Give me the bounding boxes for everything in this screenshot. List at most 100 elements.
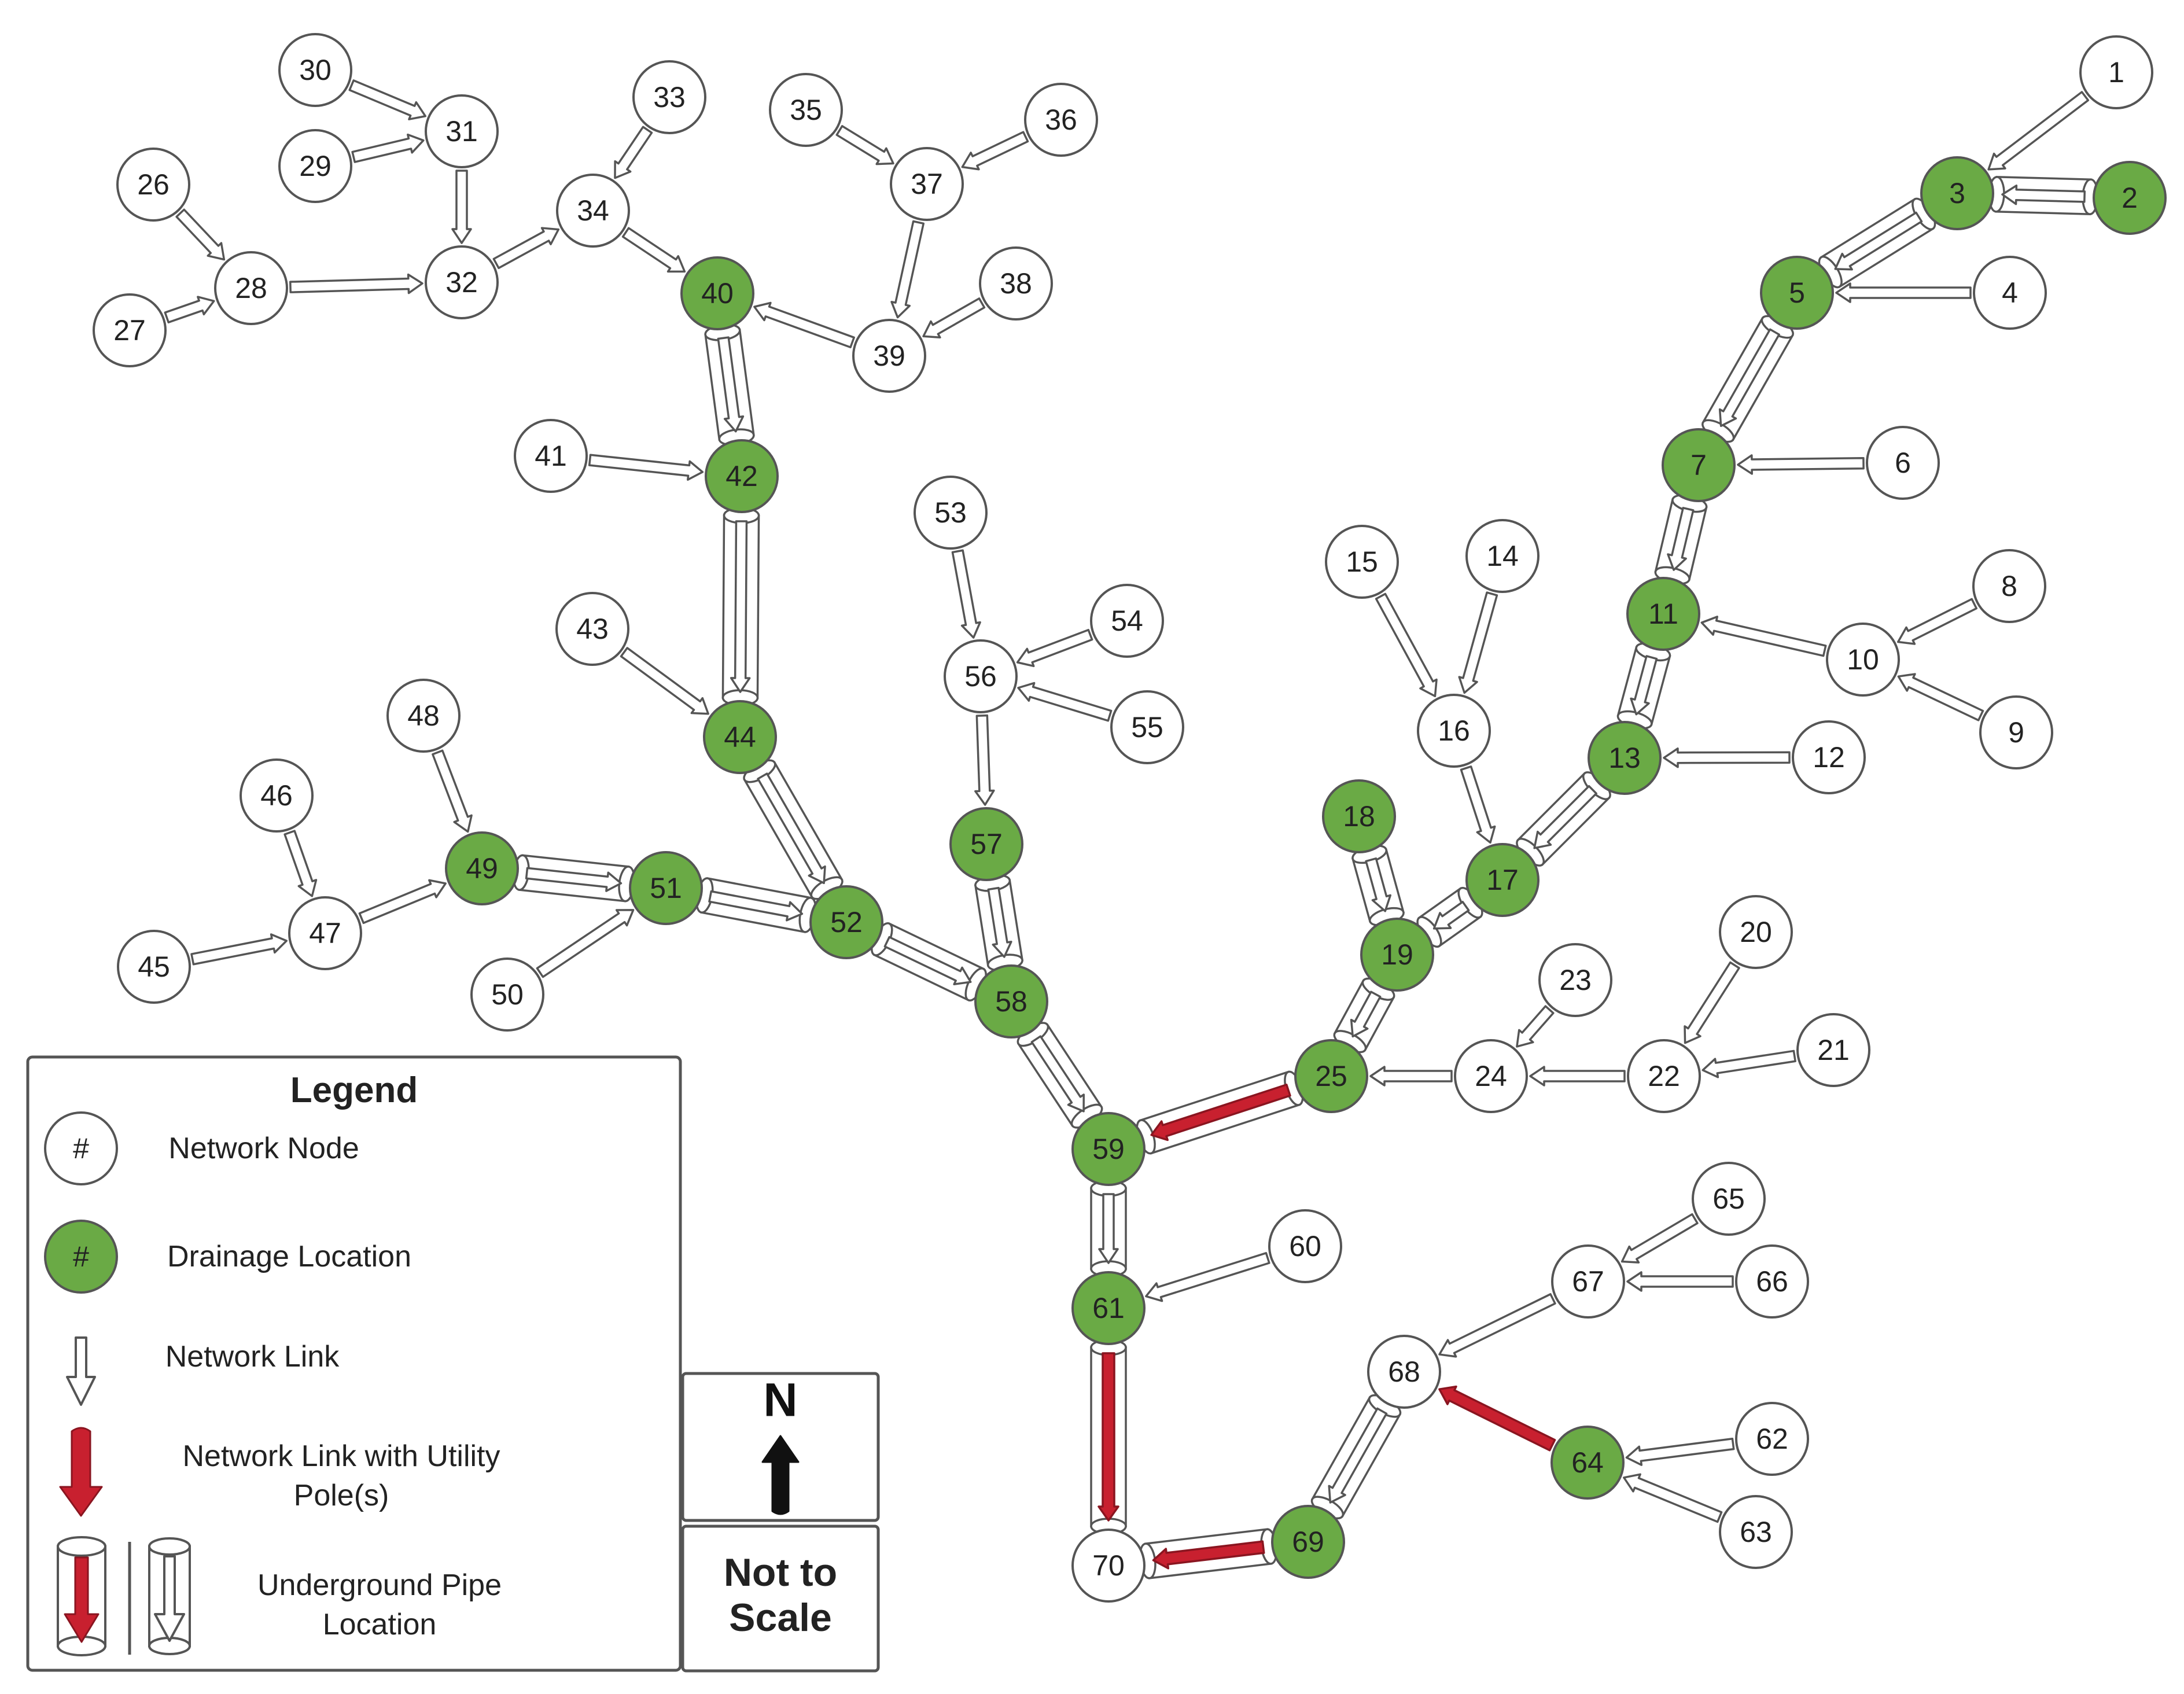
node-circle-25: [1294, 1039, 1368, 1113]
network-node-63: 63: [1719, 1495, 1793, 1569]
drainage-node-52: 52: [809, 885, 883, 959]
link-arrow-45-47: [190, 933, 288, 966]
legend-pipe-label-line2: Location: [323, 1608, 437, 1641]
node-circle-63: [1719, 1495, 1793, 1569]
drainage-node-49: 49: [445, 831, 519, 905]
node-circle-37: [890, 147, 964, 221]
link-47-to-49: [358, 879, 447, 925]
link-63-to-64: [1623, 1473, 1723, 1523]
node-label-60: 60: [1289, 1230, 1321, 1262]
node-circle-10: [1826, 623, 1900, 697]
node-circle-17: [1465, 843, 1540, 917]
network-node-26: 26: [116, 148, 190, 222]
node-label-24: 24: [1475, 1060, 1507, 1092]
network-node-6: 6: [1866, 426, 1940, 500]
node-label-33: 33: [653, 81, 686, 113]
node-label-65: 65: [1712, 1183, 1745, 1215]
drainage-node-44: 44: [703, 700, 777, 774]
link-arrow-33-34: [614, 126, 653, 179]
node-circle-6: [1866, 426, 1940, 500]
network-node-68: 68: [1367, 1335, 1441, 1409]
link-20-to-22: [1684, 961, 1740, 1044]
network-node-15: 15: [1325, 525, 1399, 599]
network-node-46: 46: [240, 758, 314, 833]
north-arrow-box: N: [681, 1372, 880, 1522]
node-circle-40: [680, 256, 754, 330]
scale-note-line2: Scale: [729, 1596, 832, 1640]
node-circle-8: [1972, 549, 2046, 623]
node-label-62: 62: [1756, 1423, 1788, 1455]
link-10-to-11: [1700, 616, 1827, 657]
link-arrow-36-37: [961, 131, 1029, 171]
legend-link-arrow-icon: [66, 1336, 96, 1406]
network-node-1: 1: [2079, 35, 2153, 109]
network-node-41: 41: [514, 419, 588, 493]
node-circle-51: [629, 851, 703, 925]
legend-pipe-row: Underground Pipe Location: [57, 1536, 502, 1656]
network-node-60: 60: [1268, 1209, 1342, 1283]
link-arrow-32-34: [492, 227, 560, 270]
link-45-to-47: [190, 933, 288, 966]
link-25-to-59: [1136, 1070, 1304, 1155]
network-node-65: 65: [1692, 1162, 1766, 1236]
link-38-to-39: [922, 297, 986, 339]
drainage-node-61: 61: [1071, 1271, 1146, 1345]
node-label-36: 36: [1045, 104, 1077, 136]
link-arrow-24-25: [1369, 1066, 1453, 1087]
node-circle-43: [555, 592, 629, 666]
link-arrow-60-61: [1145, 1252, 1270, 1302]
node-circle-47: [288, 896, 362, 970]
drainage-node-57: 57: [949, 807, 1023, 881]
link-arrow-34-40: [621, 227, 686, 273]
drainage-node-59: 59: [1071, 1112, 1146, 1186]
link-22-to-24: [1529, 1066, 1626, 1087]
scale-note-box: Not to Scale: [681, 1524, 880, 1673]
network-node-45: 45: [117, 930, 191, 1004]
link-39-to-40: [753, 301, 855, 348]
link-arrow-25-59: [1150, 1084, 1291, 1141]
network-node-9: 9: [1979, 695, 2053, 769]
node-circle-69: [1271, 1505, 1345, 1579]
node-circle-48: [386, 679, 461, 753]
node-label-66: 66: [1756, 1265, 1788, 1298]
link-49-to-51: [512, 854, 636, 903]
node-circle-27: [93, 293, 167, 367]
legend-node-hash: #: [73, 1132, 89, 1165]
node-label-1: 1: [2108, 56, 2124, 89]
node-circle-18: [1322, 779, 1396, 853]
node-label-45: 45: [138, 951, 170, 983]
link-arrow-19-25: [1350, 990, 1382, 1038]
node-label-47: 47: [309, 917, 341, 949]
link-5-to-7: [1701, 315, 1794, 443]
node-label-17: 17: [1486, 864, 1519, 896]
network-node-48: 48: [386, 679, 461, 753]
node-label-53: 53: [934, 496, 967, 529]
link-60-to-61: [1145, 1252, 1270, 1302]
link-arrow-21-22: [1701, 1049, 1796, 1078]
node-label-27: 27: [113, 314, 146, 347]
node-label-54: 54: [1111, 605, 1143, 637]
link-arrow-63-64: [1623, 1473, 1723, 1523]
network-node-66: 66: [1735, 1244, 1809, 1319]
link-30-to-31: [348, 79, 427, 120]
link-33-to-34: [614, 126, 653, 179]
node-circle-31: [425, 94, 499, 168]
link-arrow-52-58: [883, 936, 972, 985]
legend-network-node-row: # Network Node: [44, 1111, 359, 1185]
drainage-node-58: 58: [974, 964, 1048, 1039]
node-circle-12: [1792, 720, 1866, 794]
node-circle-67: [1551, 1244, 1625, 1319]
link-65-to-67: [1620, 1213, 1699, 1264]
node-label-15: 15: [1346, 546, 1378, 578]
node-label-61: 61: [1092, 1292, 1125, 1324]
link-51-to-52: [695, 877, 817, 933]
network-node-47: 47: [288, 896, 362, 970]
link-arrow-14-16: [1458, 591, 1498, 694]
node-label-69: 69: [1292, 1526, 1324, 1558]
link-arrow-67-68: [1438, 1293, 1556, 1358]
node-label-32: 32: [445, 266, 478, 299]
node-label-41: 41: [535, 440, 567, 472]
link-18-to-19: [1351, 844, 1405, 927]
link-arrow-20-22: [1684, 961, 1740, 1044]
link-37-to-39: [890, 220, 925, 319]
